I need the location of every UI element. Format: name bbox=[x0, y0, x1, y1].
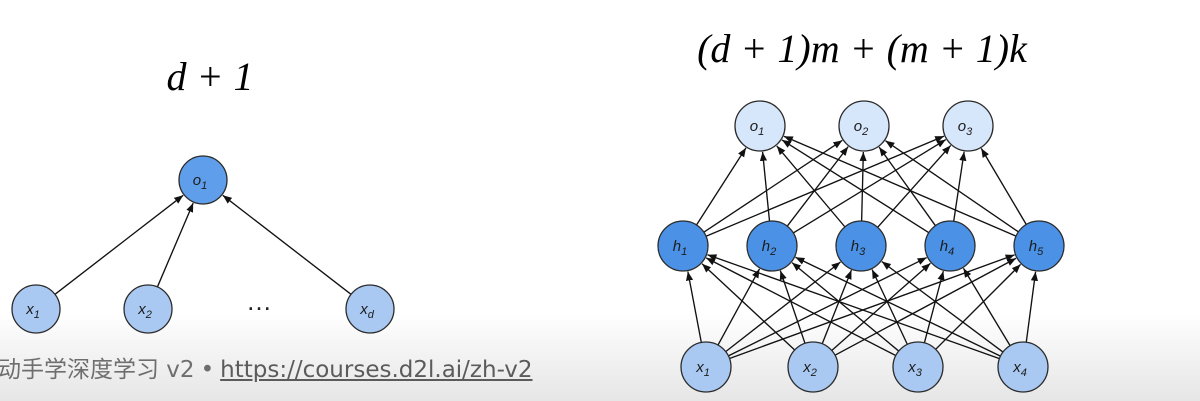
left-output-node-1-circle bbox=[178, 155, 228, 205]
edge-x2-h5 bbox=[834, 257, 1017, 356]
left-input-node-3: xd bbox=[345, 284, 395, 334]
course-title: 动手学深度学习 v2 bbox=[0, 357, 195, 383]
hidden-node-4: h4 bbox=[924, 220, 976, 272]
footer: 动手学深度学习 v2•https://courses.d2l.ai/zh-v2 bbox=[0, 350, 533, 390]
hidden-node-2-circle bbox=[746, 220, 798, 272]
edge-x3-h3 bbox=[871, 269, 908, 345]
output-node-1-subscript: 1 bbox=[758, 126, 764, 138]
network-nodes: o1 x1 x2 xd o1 o2 o3 h1 h2 h3 h4 h5 x1 x2 x3 x4 bbox=[11, 100, 1065, 393]
left-input-node-1-subscript: 1 bbox=[34, 309, 40, 321]
edge-x4-h4 bbox=[962, 267, 1011, 346]
edge-x1-h4 bbox=[728, 256, 928, 357]
left-edge-x2-o1 bbox=[156, 202, 194, 288]
input-node-4: x4 bbox=[997, 341, 1049, 393]
edge-h3-o2 bbox=[859, 151, 867, 222]
edge-x3-h2 bbox=[791, 262, 900, 352]
edge-h1-o1 bbox=[695, 147, 747, 226]
hidden-node-2-subscript: 2 bbox=[769, 246, 776, 258]
hidden-node-4-subscript: 4 bbox=[948, 246, 954, 258]
edge-h2-o3 bbox=[792, 139, 947, 234]
hidden-node-3: h3 bbox=[835, 220, 887, 272]
hidden-node-3-circle bbox=[835, 220, 887, 272]
edge-x4-h2 bbox=[795, 256, 1001, 357]
hidden-node-2: h2 bbox=[746, 220, 798, 272]
output-node-1: o1 bbox=[734, 100, 786, 152]
hidden-node-4-circle bbox=[924, 220, 976, 272]
edge-x2-h1 bbox=[701, 263, 796, 351]
left-input-node-2: x2 bbox=[123, 284, 173, 334]
input-node-1-subscript: 1 bbox=[704, 367, 710, 379]
inputs-ellipsis: … bbox=[246, 286, 272, 316]
left-input-node-2-subscript: 2 bbox=[145, 309, 152, 321]
edge-h2-o1 bbox=[759, 151, 771, 222]
left-input-node-1: x1 bbox=[11, 284, 61, 334]
input-node-1-circle bbox=[680, 341, 732, 393]
left-input-node-3-subscript: d bbox=[368, 309, 375, 321]
footer-separator: • bbox=[200, 357, 215, 383]
edge-h5-o2 bbox=[885, 140, 1019, 233]
hidden-node-5-subscript: 5 bbox=[1037, 246, 1044, 258]
input-node-2-circle bbox=[787, 341, 839, 393]
left-edge-x1-o1 bbox=[54, 194, 184, 295]
edge-x2-h4 bbox=[831, 262, 931, 351]
edge-x4-h1 bbox=[707, 254, 1000, 360]
hidden-node-3-subscript: 3 bbox=[859, 246, 866, 258]
hidden-node-5: h5 bbox=[1013, 220, 1065, 272]
hidden-node-1-subscript: 1 bbox=[681, 246, 687, 258]
input-node-3-circle bbox=[892, 341, 944, 393]
edge-h5-o1 bbox=[783, 135, 1017, 237]
left-input-node-3-circle bbox=[345, 284, 395, 334]
network-edges bbox=[54, 135, 1038, 360]
input-node-4-circle bbox=[997, 341, 1049, 393]
hidden-node-5-circle bbox=[1013, 220, 1065, 272]
edge-x1-h2 bbox=[717, 268, 761, 346]
output-node-2: o2 bbox=[838, 100, 890, 152]
output-node-3-subscript: 3 bbox=[966, 126, 973, 138]
edge-h5-o3 bbox=[980, 148, 1027, 225]
left-input-node-1-circle bbox=[11, 284, 61, 334]
output-node-3-circle bbox=[942, 100, 994, 152]
left-edge-x3-o1 bbox=[222, 194, 352, 295]
input-node-1: x1 bbox=[680, 341, 732, 393]
edge-x3-h1 bbox=[705, 257, 897, 357]
edge-h2-o2 bbox=[786, 146, 849, 227]
output-node-2-subscript: 2 bbox=[861, 126, 868, 138]
input-node-4-subscript: 4 bbox=[1021, 367, 1027, 379]
edge-x4-h3 bbox=[881, 261, 1004, 353]
edge-x1-h3 bbox=[725, 261, 841, 353]
edge-x3-h5 bbox=[935, 263, 1022, 350]
hidden-node-1-circle bbox=[657, 220, 709, 272]
edge-h3-o1 bbox=[776, 145, 846, 228]
input-node-3-subscript: 3 bbox=[916, 367, 923, 379]
left-output-node-1: o1 bbox=[178, 155, 228, 205]
input-node-3: x3 bbox=[892, 341, 944, 393]
edge-x3-h4 bbox=[923, 270, 945, 344]
right-formula: (d + 1)m + (m + 1)k bbox=[697, 26, 1028, 71]
input-node-2-subscript: 2 bbox=[810, 367, 817, 379]
edge-x1-h1 bbox=[685, 271, 702, 343]
edge-h4-o2 bbox=[878, 146, 936, 227]
edge-h4-o1 bbox=[781, 139, 930, 234]
left-formula: d + 1 bbox=[167, 54, 254, 99]
left-input-node-2-circle bbox=[123, 284, 173, 334]
course-link[interactable]: https://courses.d2l.ai/zh-v2 bbox=[220, 357, 533, 383]
output-node-1-circle bbox=[734, 100, 786, 152]
edge-h1-o2 bbox=[703, 139, 843, 233]
edge-h1-o3 bbox=[705, 135, 945, 237]
output-node-3: o3 bbox=[942, 100, 994, 152]
left-output-node-1-subscript: 1 bbox=[201, 180, 207, 192]
output-node-2-circle bbox=[838, 100, 890, 152]
edge-x4-h5 bbox=[1025, 271, 1038, 343]
input-node-2: x2 bbox=[787, 341, 839, 393]
edge-h3-o3 bbox=[877, 144, 952, 228]
hidden-node-1: h1 bbox=[657, 220, 709, 272]
